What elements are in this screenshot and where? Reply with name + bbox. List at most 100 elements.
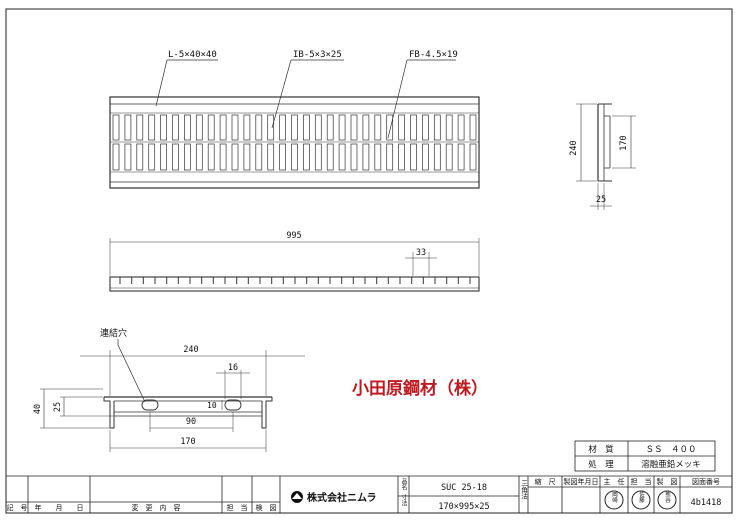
treatment-value: 溶融亜鉛メッキ xyxy=(641,459,701,470)
bar-slot xyxy=(445,114,453,141)
bar-slot xyxy=(291,114,298,141)
callout-leaders xyxy=(155,59,456,139)
bar-slot xyxy=(314,143,322,171)
bar-slot xyxy=(279,114,286,141)
bar-slot xyxy=(172,114,179,141)
bar-ends xyxy=(119,277,471,284)
sheet-border xyxy=(5,8,733,514)
dim-detail-slot-height: 10 xyxy=(207,401,217,410)
treatment-label: 処 理 xyxy=(588,459,614,470)
bar-slot xyxy=(136,143,144,171)
bar-slot xyxy=(243,143,251,171)
bar-slot xyxy=(422,114,429,141)
dim-detail-height: 40 xyxy=(33,404,43,414)
dim-detail-hole-pitch: 90 xyxy=(186,417,196,427)
stamp-drafter: 熊谷 xyxy=(664,490,671,504)
bar-slot xyxy=(160,143,167,171)
bar-slot xyxy=(410,114,417,141)
bar-slot xyxy=(314,114,322,141)
bar-slot xyxy=(362,114,370,141)
bar-slot xyxy=(160,114,167,141)
bar-slot xyxy=(219,114,227,141)
bar-slot xyxy=(195,114,203,141)
bar-slot xyxy=(136,114,144,141)
rev-header-mark: 記 号 xyxy=(7,503,28,512)
bar-slot xyxy=(362,143,370,171)
bar-slot xyxy=(374,143,382,171)
detail-section xyxy=(40,339,305,452)
drawing-number-label: 図面番号 xyxy=(692,478,720,486)
material-label: 材 質 xyxy=(588,444,614,455)
bar-slot xyxy=(231,143,239,171)
bar-slot xyxy=(291,143,298,171)
chief-label: 主 任 xyxy=(604,477,625,486)
bar-slot xyxy=(350,114,358,141)
bar-slot xyxy=(124,143,132,171)
stamp-person: 佐藤 xyxy=(638,490,645,504)
elevation-view xyxy=(109,238,480,292)
scale-label: 縮 尺 xyxy=(535,477,556,486)
bar-slot xyxy=(255,114,263,141)
bar-slot xyxy=(112,143,120,171)
callout-angle: L-5×40×40 xyxy=(168,50,217,60)
bar-slot xyxy=(303,143,310,171)
bar-slot xyxy=(433,114,441,141)
drawing-number: 4b1418 xyxy=(691,498,722,508)
bar-slot xyxy=(410,143,417,171)
bar-slot xyxy=(457,114,465,141)
name-label: 品名 xyxy=(400,478,407,491)
bar-slot xyxy=(457,143,465,171)
bar-slot xyxy=(398,114,405,141)
material-box xyxy=(574,440,716,472)
dim-pitch: 33 xyxy=(416,248,426,258)
bar-slot xyxy=(148,143,156,171)
bar-slot xyxy=(386,114,394,141)
bar-slot xyxy=(469,114,477,141)
bar-slot xyxy=(124,114,132,141)
stamp-chief: 岡崎 xyxy=(611,491,618,503)
rev-header-content: 変 更 内 容 xyxy=(132,503,181,512)
material-value: ＳＳ ４００ xyxy=(645,445,696,455)
bearing-bars xyxy=(112,114,477,171)
dim-side-thick: 25 xyxy=(596,195,606,205)
bar-slot xyxy=(172,143,179,171)
title-block xyxy=(6,475,732,513)
bar-slot xyxy=(386,143,394,171)
callout-fb: FB-4.5×19 xyxy=(409,50,458,60)
bar-slot xyxy=(243,114,251,141)
size-value: 170×995×25 xyxy=(438,502,489,512)
bar-slot xyxy=(398,143,405,171)
angle-method-label: 三角法 xyxy=(520,480,528,501)
bar-slot xyxy=(422,143,429,171)
dim-length: 995 xyxy=(286,231,301,241)
bar-slot xyxy=(195,143,203,171)
company-name: 株式会社ニムラ xyxy=(307,491,377,504)
drafter-label: 製 図 xyxy=(657,477,678,486)
rev-header-check: 検 図 xyxy=(256,503,277,512)
bar-slot xyxy=(267,114,275,141)
bar-slot xyxy=(148,114,156,141)
bar-slot xyxy=(338,114,346,141)
plan-view xyxy=(109,96,480,189)
rev-header-person: 担 当 xyxy=(227,503,248,512)
label-joint-hole: 連結穴 xyxy=(100,327,127,339)
bar-slot xyxy=(433,143,441,171)
callout-ib: IB-5×3×25 xyxy=(293,50,342,60)
approval-stamps: 岡崎 佐藤 熊谷 xyxy=(604,490,677,510)
bar-slot xyxy=(303,114,310,141)
name-value: SUC 25-18 xyxy=(441,483,487,493)
bar-slot xyxy=(207,143,215,171)
person-label: 担 当 xyxy=(631,477,652,486)
bar-slot xyxy=(279,143,286,171)
bar-slot xyxy=(184,114,191,141)
bar-slot xyxy=(374,114,382,141)
company-overlay: 小田原鋼材（株） xyxy=(352,378,488,399)
bar-slot xyxy=(267,143,275,171)
size-label: 寸法 xyxy=(400,493,407,507)
bar-slot xyxy=(219,143,227,171)
bar-slot xyxy=(469,143,477,171)
dim-detail-slot-width: 16 xyxy=(228,363,238,373)
dim-detail-base: 170 xyxy=(180,437,195,447)
dim-side-height: 240 xyxy=(569,140,579,155)
